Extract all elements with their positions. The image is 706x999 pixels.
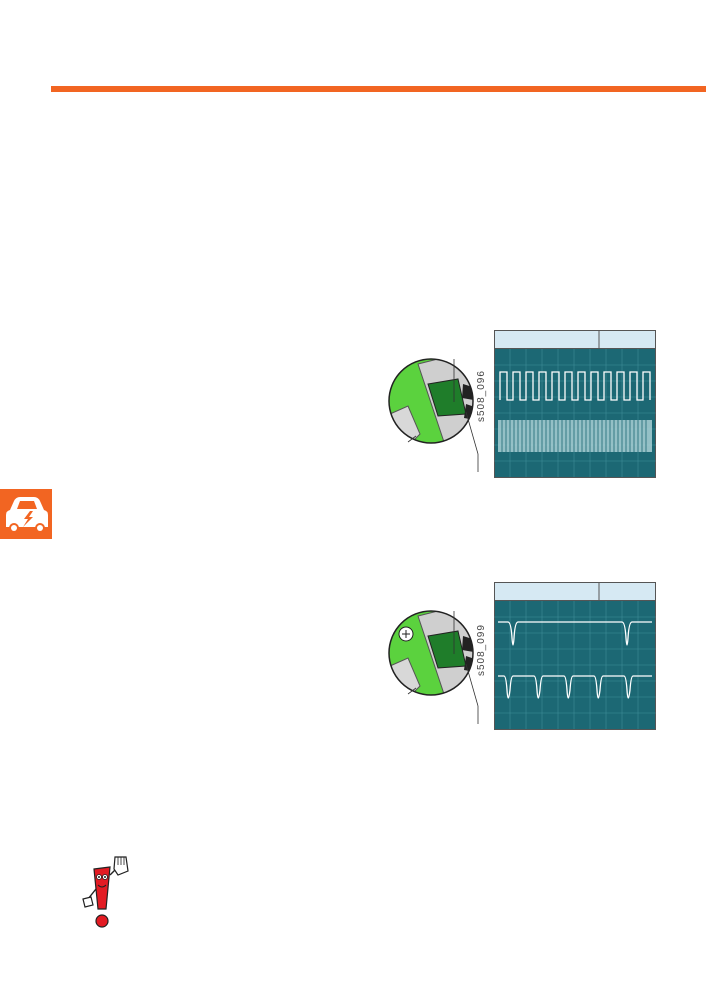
top-rule <box>51 86 706 92</box>
oscilloscope-display <box>494 330 656 478</box>
section-tab <box>0 489 52 539</box>
figure-1: s508_096 <box>380 330 660 480</box>
sensor-wheel-illustration <box>388 610 479 724</box>
oscilloscope-display <box>494 582 656 730</box>
figure-code: s508_099 <box>476 624 487 676</box>
figure-2: s508_099 <box>380 582 660 732</box>
sensor-wheel-illustration <box>388 358 479 472</box>
exclamation-mascot-icon <box>82 856 129 928</box>
figure-code: s508_096 <box>476 370 487 422</box>
car-electric-icon <box>6 497 48 533</box>
